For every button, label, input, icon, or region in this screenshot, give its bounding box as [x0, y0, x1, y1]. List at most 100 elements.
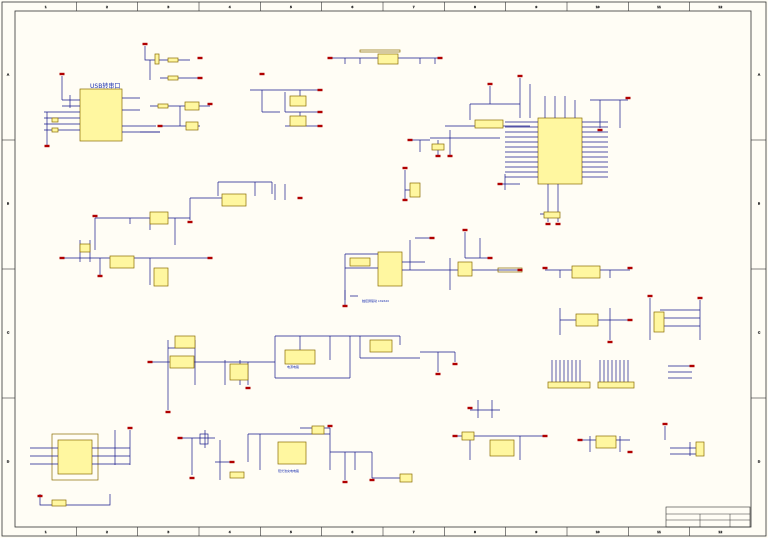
net-flag: [435, 154, 441, 158]
mcu-block: [404, 78, 628, 222]
zone-row-label: C: [7, 331, 9, 335]
net-flag: [597, 128, 603, 132]
net-flag: [545, 222, 551, 226]
usb-serial-ic: [79, 88, 123, 142]
net-flag: [467, 406, 473, 410]
touch-driver-block: [344, 232, 523, 305]
charge-circuit-label: 阳光池充电电路: [278, 468, 299, 473]
net-flag: [127, 426, 133, 430]
zone-row-label: A: [7, 73, 10, 77]
net-flag: [647, 294, 653, 298]
charge-circuit-block: [180, 425, 413, 483]
net-flags: [37, 42, 703, 498]
zone-column-label: 1: [45, 5, 47, 9]
net-flag: [627, 450, 633, 454]
left-middle-circuit: [62, 181, 286, 287]
touch-driver-label: 触控屏驱动 LS9620: [362, 298, 389, 303]
net-flag: [625, 96, 631, 100]
zone-row-label: D: [7, 460, 10, 464]
power-circuit-label: 电源电路: [287, 364, 299, 369]
zone-column-label: 9: [535, 5, 537, 9]
zone-column-label: 4: [229, 530, 231, 534]
zone-column-label: 4: [229, 5, 231, 9]
usb-serial-label: USB转串口: [90, 82, 120, 90]
net-flag: [697, 296, 703, 300]
net-flag: [259, 72, 265, 76]
bottom-right-circuit: [455, 400, 705, 460]
net-flag: [435, 372, 441, 376]
zone-column-label: 2: [106, 5, 108, 9]
net-flag: [447, 154, 453, 158]
net-flag: [147, 360, 153, 364]
net-flag: [327, 424, 333, 428]
net-flag: [542, 434, 548, 438]
net-flag: [177, 436, 183, 440]
net-flag: [407, 138, 413, 142]
net-flag: [197, 56, 203, 60]
net-flag: [187, 220, 193, 224]
net-flag: [369, 478, 375, 482]
net-flag: [487, 256, 493, 260]
net-flag: [607, 340, 613, 344]
zone-row-label: B: [7, 202, 9, 206]
net-flag: [487, 82, 493, 86]
net-flag: [517, 268, 523, 272]
net-flag: [197, 76, 203, 80]
zone-column-label: 5: [290, 530, 292, 534]
zone-column-label: 1: [45, 530, 47, 534]
zone-column-label: 10: [596, 530, 600, 534]
net-flag: [44, 144, 50, 148]
zone-row-label: A: [758, 73, 761, 77]
net-flag: [37, 494, 43, 498]
zone-column-label: 10: [596, 5, 600, 9]
usb-serial-block: [44, 46, 210, 146]
net-flag: [189, 476, 195, 480]
bottom-left-circuit: [30, 430, 131, 507]
zone-column-label: 7: [413, 530, 415, 534]
zone-column-label: 12: [718, 530, 722, 534]
net-flag: [165, 410, 171, 414]
net-flag: [342, 304, 348, 308]
zone-column-label: 6: [351, 5, 353, 9]
net-flag: [92, 214, 98, 218]
zone-column-label: 3: [167, 530, 169, 534]
zone-column-label: 5: [290, 5, 292, 9]
net-flag: [229, 460, 235, 464]
touch-driver-ic: [377, 251, 403, 287]
net-flag: [402, 166, 408, 170]
zone-row-label: B: [758, 202, 760, 206]
net-flag: [542, 266, 548, 270]
net-flag: [327, 56, 333, 60]
mcu-ic: [537, 117, 583, 185]
net-flag: [59, 256, 65, 260]
zone-column-label: 8: [474, 5, 476, 9]
power-circuit-block: [150, 335, 456, 410]
net-flag: [462, 228, 468, 232]
zone-column-label: 7: [413, 5, 415, 9]
zone-row-label: C: [758, 331, 760, 335]
zone-row-label: D: [758, 460, 761, 464]
top-center-circuit: [250, 49, 440, 127]
net-flag: [157, 124, 163, 128]
title-block: [665, 506, 751, 528]
net-flag: [317, 88, 323, 92]
net-flag: [402, 198, 408, 202]
net-flag: [342, 480, 348, 484]
net-flag: [317, 110, 323, 114]
net-flag: [627, 266, 633, 270]
net-flag: [207, 102, 213, 106]
net-flag: [497, 182, 503, 186]
zone-column-label: 6: [351, 530, 353, 534]
net-flag: [437, 56, 443, 60]
net-flag: [662, 422, 668, 426]
net-flag: [577, 438, 583, 442]
net-flag: [59, 72, 65, 76]
zone-column-label: 9: [535, 530, 537, 534]
right-middle-connectors: [545, 265, 701, 389]
net-flag: [452, 434, 458, 438]
net-flag: [627, 318, 633, 322]
net-flag: [317, 124, 323, 128]
net-flag: [207, 256, 213, 260]
